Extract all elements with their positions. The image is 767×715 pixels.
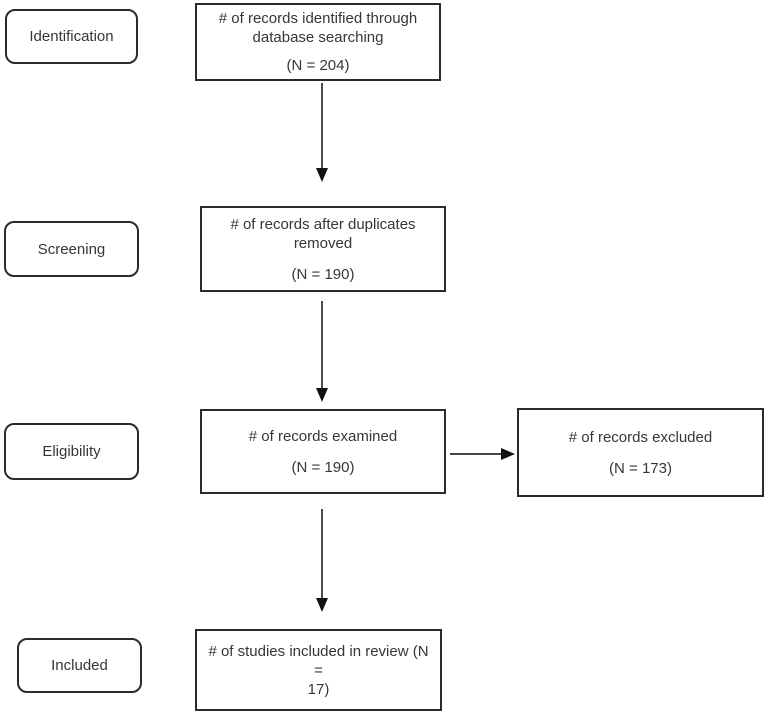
node-studies-included-text: # of studies included in review (N = 17) — [205, 642, 432, 699]
arrow-identified-to-deduplicated — [316, 83, 328, 182]
node-studies-included: # of studies included in review (N = 17) — [195, 629, 442, 711]
text-line: 17) — [307, 680, 330, 698]
text-line: # of records identified through — [218, 10, 418, 27]
node-records-identified: # of records identified through database… — [195, 3, 441, 81]
stage-identification-label: Identification — [29, 28, 114, 45]
stage-identification: Identification — [5, 9, 138, 64]
stage-screening-label: Screening — [37, 240, 106, 258]
stage-eligibility: Eligibility — [4, 423, 139, 480]
stage-included-label: Included — [51, 657, 108, 674]
node-records-examined-text: # of records examined — [248, 427, 398, 445]
node-records-deduplicated-text: # of records after duplicates removed — [230, 215, 415, 253]
node-records-excluded: # of records excluded (N = 173) — [517, 408, 764, 497]
node-records-deduplicated-count: (N = 190) — [291, 265, 355, 283]
arrow-examined-to-included — [316, 509, 328, 612]
node-records-examined: # of records examined (N = 190) — [200, 409, 446, 494]
arrow-deduplicated-to-examined — [316, 301, 328, 402]
node-records-identified-count: (N = 204) — [286, 57, 350, 74]
node-records-deduplicated: # of records after duplicates removed (N… — [200, 206, 446, 292]
node-records-identified-text: # of records identified through database… — [219, 9, 417, 47]
stage-eligibility-label: Eligibility — [42, 443, 101, 460]
stage-screening: Screening — [4, 221, 139, 277]
text-line: database searching — [252, 29, 384, 46]
stage-included: Included — [17, 638, 142, 693]
node-records-excluded-text: # of records excluded — [568, 428, 713, 446]
text-line: removed — [293, 234, 353, 252]
node-records-excluded-count: (N = 173) — [609, 459, 672, 477]
arrow-examined-to-excluded — [450, 448, 515, 460]
node-records-examined-count: (N = 190) — [291, 458, 355, 476]
text-line: # of records after duplicates — [230, 215, 416, 233]
text-line: # of studies included in review (N = — [208, 642, 429, 679]
